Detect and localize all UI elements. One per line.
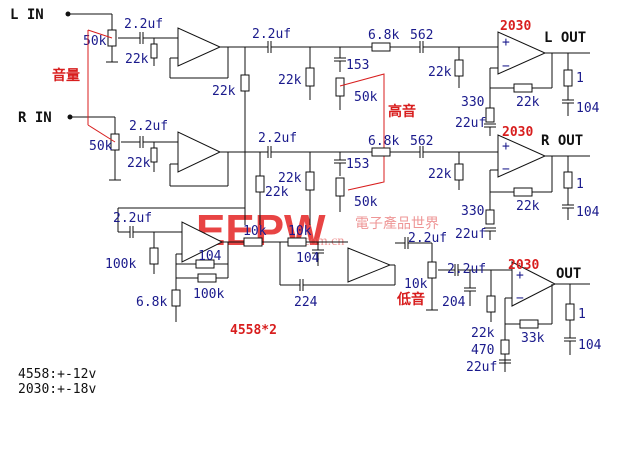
- label-pot-50k-l: 50k: [83, 34, 107, 49]
- label-c22uf-l: 22uf: [455, 116, 486, 131]
- label-r22k-bus2: 22k: [265, 185, 289, 200]
- label-pot-50k-r: 50k: [89, 139, 113, 154]
- label-r1-b: 1: [578, 307, 586, 322]
- label-pot-50k-r2: 50k: [354, 195, 378, 210]
- svg-text:−: −: [502, 59, 510, 74]
- supply-2030: 2030:+-18v: [18, 382, 96, 397]
- label-cap-2u2-b1: 2.2uf: [113, 211, 152, 226]
- svg-text:+: +: [502, 139, 510, 154]
- bass-level-pot: [427, 261, 437, 279]
- watermark-cn: 電子產品世界: [355, 215, 439, 232]
- label-r330-l: 330: [461, 95, 484, 110]
- label-cap-2u2-b3: 2.2uf: [447, 262, 486, 277]
- label-r6k8-l: 6.8k: [368, 28, 399, 43]
- label-r22k-r3: 22k: [428, 167, 452, 182]
- sub-2030-label: 2030: [508, 258, 539, 273]
- label-pot-50k-l2: 50k: [354, 90, 378, 105]
- label-r100k-b1: 100k: [105, 257, 136, 272]
- label-cap-2u2-r1: 2.2uf: [129, 119, 168, 134]
- label-r22k-bus1: 22k: [212, 84, 236, 99]
- label-c22uf-b: 22uf: [466, 360, 497, 375]
- label-c22uf-r: 22uf: [455, 227, 486, 242]
- sub-power-amp: [511, 261, 557, 307]
- label-r22k-r4: 22k: [516, 199, 540, 214]
- label-c153-l: 153: [346, 58, 369, 73]
- label-c562-l: 562: [410, 28, 433, 43]
- label-c104-b2: 104: [296, 251, 320, 266]
- treble-label: 高音: [388, 103, 416, 120]
- label-r22k-l2: 22k: [278, 73, 302, 88]
- label-r22k-l4: 22k: [516, 95, 540, 110]
- left-2030-label: 2030: [500, 19, 531, 34]
- left-power-amp: [497, 31, 547, 75]
- label-cap-2u2-l2: 2.2uf: [252, 27, 291, 42]
- label-r10k-b1: 10k: [243, 224, 267, 239]
- bass-filter-opamp: [347, 247, 392, 283]
- label-c224-b: 224: [294, 295, 318, 310]
- label-c104-b1: 104: [198, 249, 222, 264]
- label-r470-b: 470: [471, 343, 494, 358]
- svg-text:+: +: [516, 268, 524, 283]
- right-input-stage: R IN 50k 2.2uf 22k: [18, 110, 245, 187]
- label-r330-r: 330: [461, 204, 484, 219]
- label-r33k-b: 33k: [521, 331, 545, 346]
- label-c562-r: 562: [410, 134, 433, 149]
- bass-label: 低音: [396, 291, 425, 308]
- right-power-amp: [497, 134, 547, 178]
- svg-text:−: −: [502, 162, 510, 177]
- right-input-label: R IN: [18, 110, 52, 126]
- label-cap-2u2-b2: 2.2uf: [408, 231, 447, 246]
- label-c104-b3: 104: [578, 338, 602, 353]
- right-2030-label: 2030: [502, 125, 533, 140]
- left-input-stage: L IN 50k 2.2uf 22k: [10, 7, 245, 79]
- label-r10k-b3: 10k: [404, 277, 428, 292]
- sub-output-label: OUT: [556, 266, 581, 282]
- label-r6k8-r: 6.8k: [368, 134, 399, 149]
- supply-4558: 4558:+-12v: [18, 367, 96, 382]
- label-r1-l: 1: [576, 71, 584, 86]
- right-output-label: R OUT: [541, 133, 583, 149]
- label-cap-2u2-l1: 2.2uf: [124, 17, 163, 32]
- label-r10k-b2: 10k: [288, 224, 312, 239]
- label-r1-r: 1: [576, 177, 584, 192]
- label-r22k-b: 22k: [471, 326, 495, 341]
- left-tone-output: 2.2uf 22k 6.8k 562 153 50k 22k + − 22k: [245, 19, 600, 136]
- label-c104-l: 104: [576, 101, 600, 116]
- svg-text:−: −: [516, 291, 524, 306]
- bass-stage: 2.2uf 100k 6.8k 104 100k 10k 10k 104: [105, 207, 602, 375]
- label-c104-r: 104: [576, 205, 600, 220]
- right-preamp-opamp: [177, 131, 222, 173]
- watermark-brand: EEPW: [196, 206, 326, 255]
- right-tone-output: 2.2uf 22k 6.8k 562 153 50k 22k + − 22k: [245, 125, 600, 242]
- label-r22k-r1: 22k: [127, 156, 151, 171]
- label-r22k-l3: 22k: [428, 65, 452, 80]
- ic-count-label: 4558*2: [230, 323, 277, 338]
- label-r22k-r2: 22k: [278, 171, 302, 186]
- label-r22k-l1: 22k: [125, 52, 149, 67]
- left-output-label: L OUT: [544, 30, 586, 46]
- svg-text:+: +: [502, 35, 510, 50]
- volume-label: 音量: [52, 67, 80, 84]
- left-preamp-opamp: [177, 27, 222, 67]
- label-r100k-b2: 100k: [193, 287, 224, 302]
- label-r6k8-b: 6.8k: [136, 295, 167, 310]
- left-input-label: L IN: [10, 7, 44, 23]
- label-cap-2u2-r2: 2.2uf: [258, 131, 297, 146]
- label-c153-r: 153: [346, 157, 369, 172]
- bass-mixer-opamp: [181, 221, 224, 263]
- label-c204-b: 204: [442, 295, 466, 310]
